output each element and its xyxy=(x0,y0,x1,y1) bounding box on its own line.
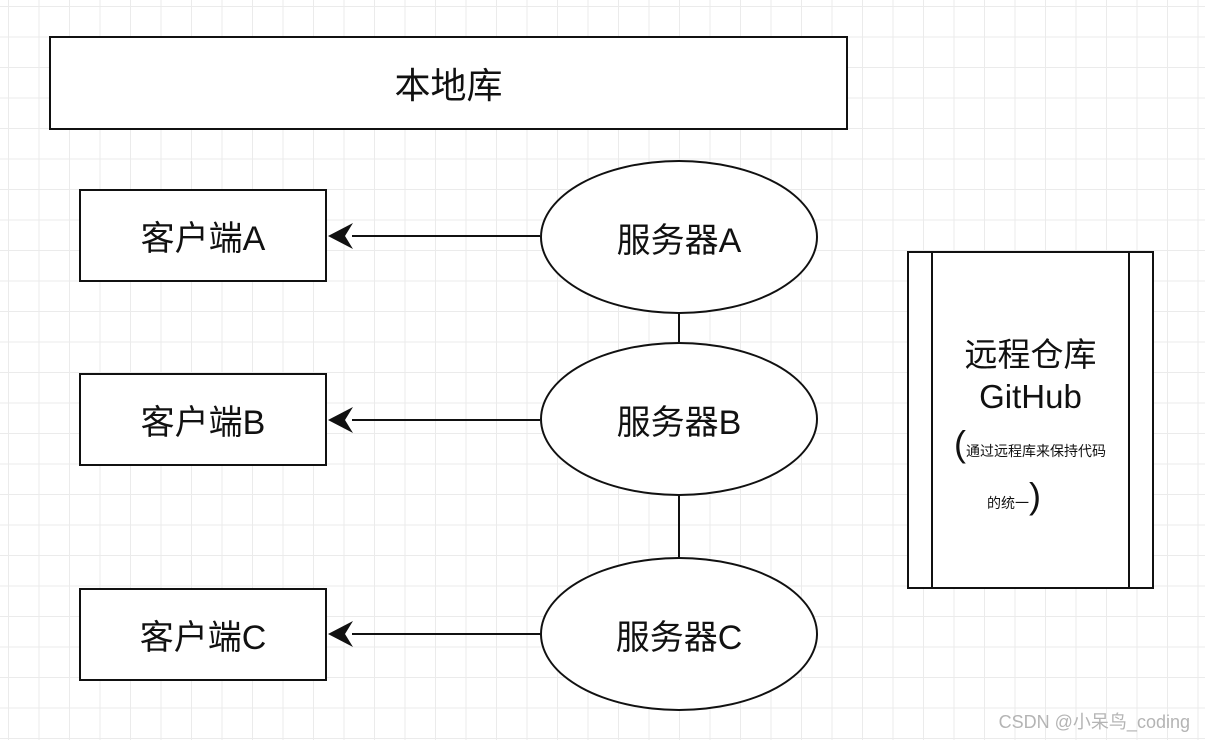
remote-repo-left-bar xyxy=(931,253,933,587)
client-b-box: 客户端B xyxy=(79,373,327,466)
remote-repo-box: 远程仓库 GitHub (通过远程库来保持代码 的统一) xyxy=(907,251,1154,589)
client-c-label: 客户端C xyxy=(139,619,267,657)
close-paren: ) xyxy=(1029,475,1041,516)
remote-repo-subtitle: GitHub xyxy=(979,378,1082,415)
server-c-ellipse: 服务器C xyxy=(540,557,818,711)
server-a-ellipse: 服务器A xyxy=(540,160,818,314)
remote-repo-right-bar xyxy=(1128,253,1130,587)
client-a-box: 客户端A xyxy=(79,189,327,282)
arrowhead-client-b xyxy=(328,407,353,433)
note-text-line1: 通过远程库来保持代码 xyxy=(966,443,1106,459)
local-repo-label: 本地库 xyxy=(394,65,503,106)
remote-repo-title: 远程仓库 xyxy=(964,336,1097,373)
watermark: CSDN @小呆鸟_coding xyxy=(998,712,1190,732)
arrowhead-client-c xyxy=(328,621,353,647)
remote-repo-note-line2: 的统一) xyxy=(987,475,1041,517)
remote-repo-note-line1: (通过远程库来保持代码 xyxy=(954,423,1106,465)
arrowhead-client-a xyxy=(328,223,353,249)
client-a-label: 客户端A xyxy=(140,220,266,258)
server-a-label: 服务器A xyxy=(616,221,742,260)
local-repo-box: 本地库 xyxy=(49,36,848,130)
server-b-ellipse: 服务器B xyxy=(540,342,818,496)
client-b-label: 客户端B xyxy=(140,404,266,442)
note-text-line2: 的统一 xyxy=(987,495,1029,511)
client-c-box: 客户端C xyxy=(79,588,327,681)
server-b-label: 服务器B xyxy=(616,403,742,442)
open-paren: ( xyxy=(954,423,966,464)
server-c-label: 服务器C xyxy=(615,618,743,657)
